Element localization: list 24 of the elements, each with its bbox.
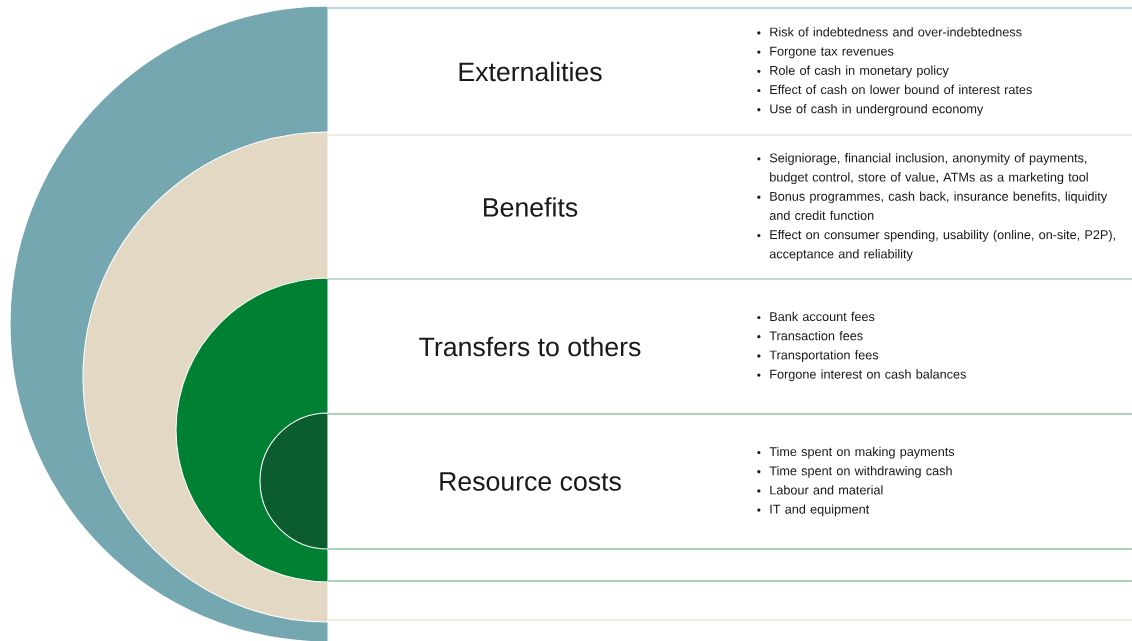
row-box	[440, 446, 955, 517]
bullet-item: Use of cash in underground economy	[757, 104, 984, 116]
bullet-item: Labour and material	[757, 485, 883, 495]
bullet-item: Bank account fees	[757, 311, 875, 322]
row-title: Resource costs	[440, 472, 621, 491]
bullet-item: Effect of cash on lower bound of interest rates	[757, 84, 1032, 95]
bullet-item: Seigniorage, financial inclusion, anonymity of payments, budget control, store of value, ATMs as a marketing tool	[757, 153, 1088, 185]
bullet-item: Transaction fees	[757, 330, 863, 341]
row-box	[459, 27, 1032, 116]
row-title: Externalities	[459, 61, 602, 82]
row-box	[419, 311, 966, 382]
bullet-item: Transportation fees	[757, 350, 879, 362]
row-title: Benefits	[484, 197, 578, 217]
bullet-item: Forgone interest on cash balances	[757, 369, 966, 382]
bullet-item: Role of cash in monetary policy	[757, 65, 949, 78]
bullet-item: Time spent on making payments	[757, 446, 955, 459]
row-box	[484, 153, 1115, 261]
bullet-item: Effect on consumer spending, usability (online, on-site, P2P), acceptance and reliability	[757, 229, 1115, 261]
bullet-item: Time spent on withdrawing cash	[757, 466, 952, 478]
bullet-item: Bonus programmes, cash back, insurance benefits, liquidity and credit function	[757, 191, 1108, 220]
row-title: Transfers to others	[419, 336, 641, 357]
bullet-item: Risk of indebtedness and over-indebtedness	[757, 27, 1022, 37]
bullet-item: Forgone tax revenues	[757, 46, 894, 59]
bullet-item: IT and equipment	[757, 504, 870, 517]
